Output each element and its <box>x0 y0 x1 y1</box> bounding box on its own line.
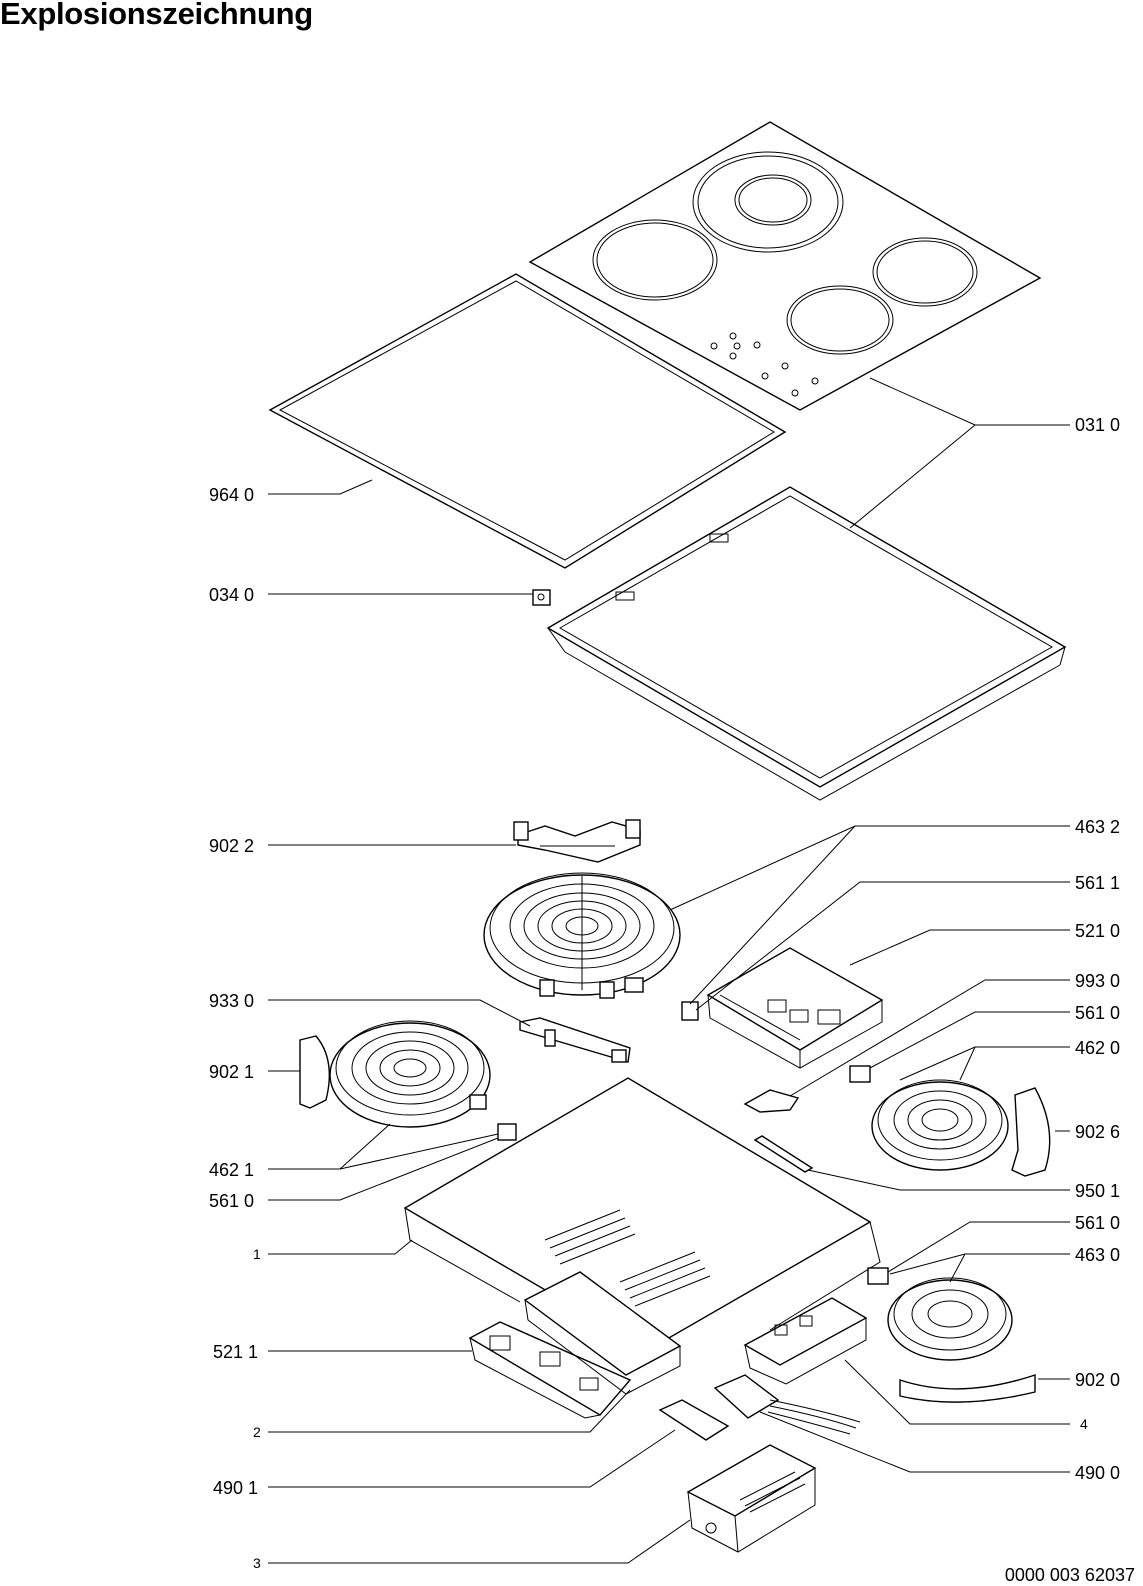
hob-frame <box>532 486 1067 801</box>
label-902-0: 902 0 <box>1075 1370 1120 1390</box>
switch-561-1 <box>681 1001 699 1021</box>
label-902-6: 902 6 <box>1075 1122 1120 1142</box>
page-title: Explosionszeichnung <box>0 0 313 31</box>
label-490-1: 490 1 <box>213 1478 258 1498</box>
label-561-1: 561 1 <box>1075 873 1120 893</box>
document-number: 0000 003 62037 <box>1004 1565 1135 1585</box>
label-964-0: 964 0 <box>209 485 254 505</box>
ceramic-glass-top <box>528 121 1042 411</box>
sensor-bracket-933-0 <box>519 1017 631 1063</box>
control-module-521-0 <box>706 947 884 1069</box>
label-463-0: 463 0 <box>1075 1245 1120 1265</box>
heater-bracket-902-6 <box>1011 1087 1051 1177</box>
label-561-0-a: 561 0 <box>1075 1003 1120 1023</box>
label-463-2: 463 2 <box>1075 817 1120 837</box>
leader-lines <box>268 377 1070 1564</box>
label-521-0: 521 0 <box>1075 921 1120 941</box>
label-1: 1 <box>253 1246 261 1262</box>
label-521-1: 521 1 <box>213 1342 258 1362</box>
label-490-0: 490 0 <box>1075 1463 1120 1483</box>
radiant-heater-left <box>329 1020 491 1128</box>
connector-490-0 <box>713 1374 861 1435</box>
label-993-0: 993 0 <box>1075 971 1120 991</box>
switch-561-0-left <box>497 1123 517 1141</box>
vent-slots-left <box>544 1209 636 1265</box>
label-034-0: 034 0 <box>209 585 254 605</box>
vent-slots-right <box>619 1251 711 1307</box>
label-902-2: 902 2 <box>209 836 254 856</box>
label-561-0-c: 561 0 <box>1075 1213 1120 1233</box>
label-561-0-b: 561 0 <box>209 1191 254 1211</box>
label-2: 2 <box>253 1424 261 1440</box>
label-462-1: 462 1 <box>209 1160 254 1180</box>
switch-490-1 <box>658 1399 730 1441</box>
heater-bracket-902-2 <box>513 819 641 863</box>
label-950-1: 950 1 <box>1075 1181 1120 1201</box>
label-902-1: 902 1 <box>209 1062 254 1082</box>
label-3: 3 <box>253 1555 261 1571</box>
electronic-module-521-1 <box>468 1321 632 1419</box>
base-tray <box>403 1077 881 1351</box>
heater-bracket-902-0 <box>899 1374 1036 1403</box>
label-933-0: 933 0 <box>209 991 254 1011</box>
heat-shield-strip <box>753 1135 814 1173</box>
radiant-heater-large <box>483 872 681 999</box>
label-4: 4 <box>1080 1416 1088 1432</box>
terminal-box-4 <box>743 1297 868 1385</box>
radiant-heater-right <box>849 1065 1009 1171</box>
clip-993-0 <box>743 1089 800 1113</box>
seal-gasket <box>268 273 787 569</box>
label-462-0: 462 0 <box>1075 1038 1120 1058</box>
radiant-heater-small <box>867 1267 1013 1361</box>
cover-box-3 <box>686 1444 817 1553</box>
label-031-0: 031 0 <box>1075 415 1120 435</box>
heater-bracket-902-1 <box>299 1035 331 1109</box>
part-labels: 031 0 964 0 034 0 902 2 463 2 561 1 521 … <box>209 415 1120 1571</box>
